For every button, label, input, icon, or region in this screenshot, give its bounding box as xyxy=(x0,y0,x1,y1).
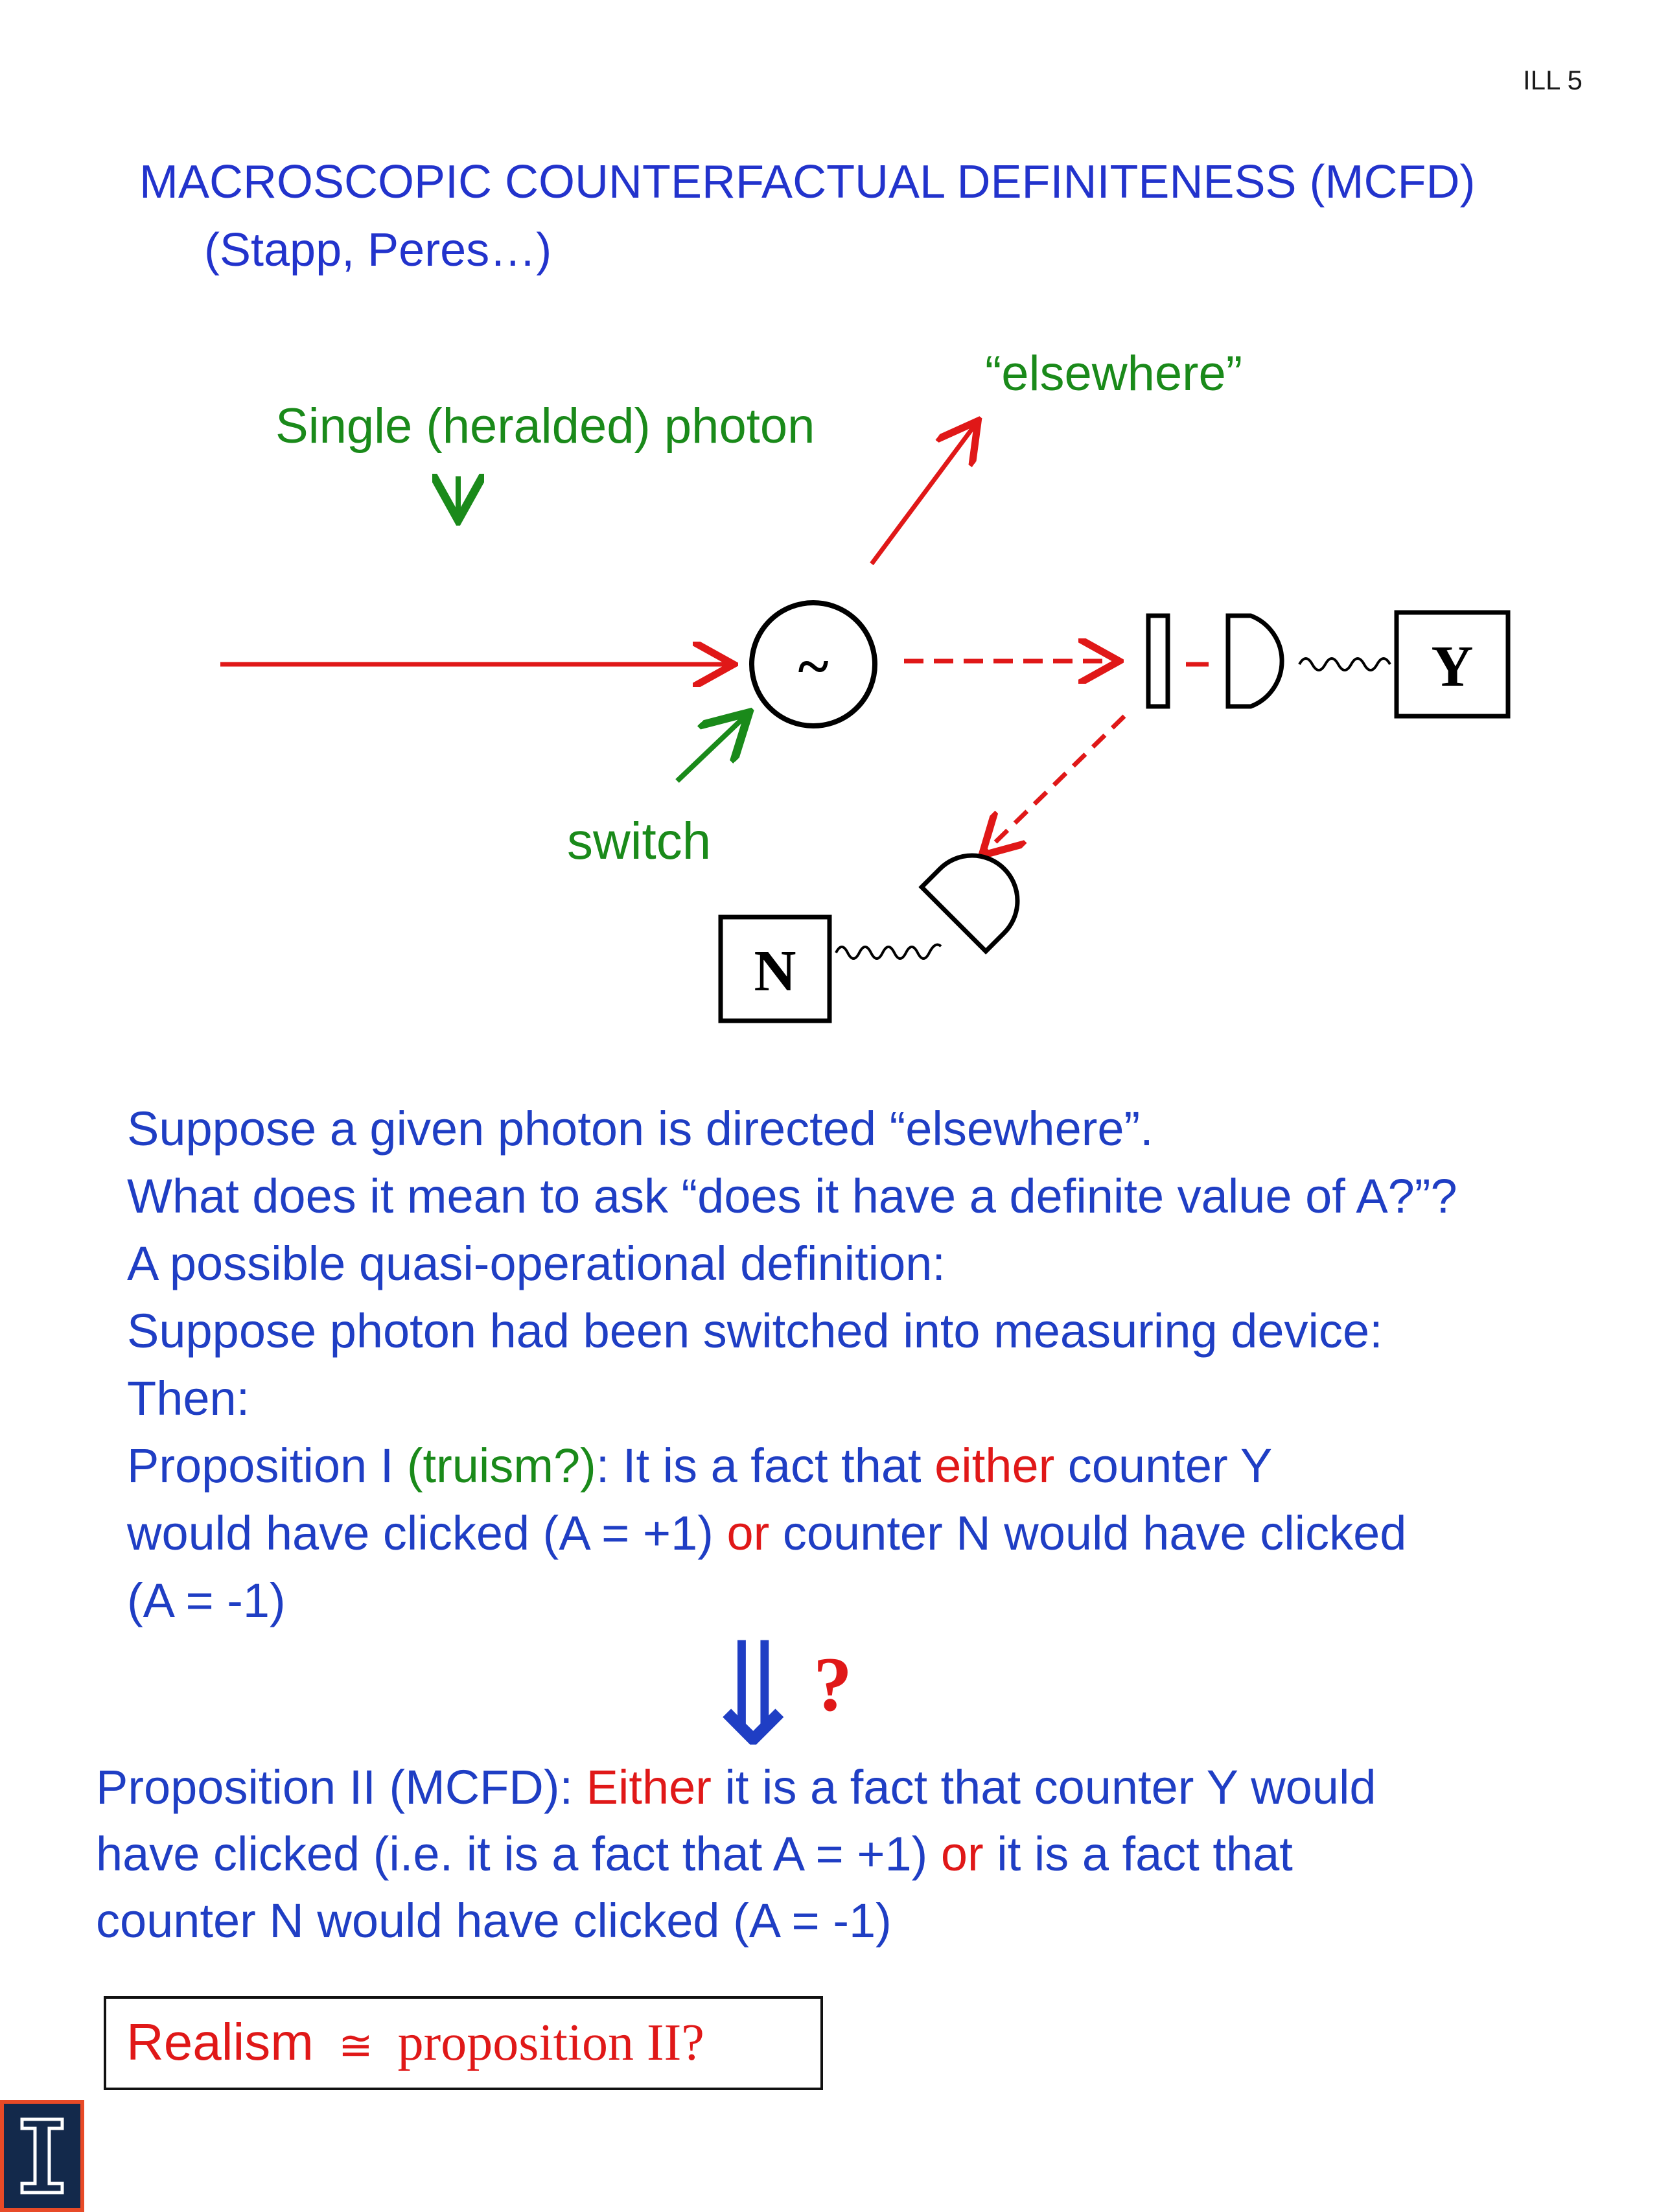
wire-y xyxy=(1298,657,1391,671)
conclusion-rest: proposition II? xyxy=(397,2014,704,2071)
experiment-diagram: Single (heralded) photon “elsewhere” swi… xyxy=(220,346,1511,1023)
approx-symbol: ≅ xyxy=(338,2022,373,2070)
switch-input-arrow xyxy=(675,716,745,783)
slide-title: MACROSCOPIC COUNTERFACTUAL DEFINITENESS … xyxy=(139,156,1476,208)
implies-question-mark: ? xyxy=(813,1641,852,1727)
slide-subtitle: (Stapp, Peres…) xyxy=(204,224,552,276)
photon-label: Single (heralded) photon xyxy=(275,399,815,454)
body-line-4: Suppose photon had been switched into me… xyxy=(127,1304,1383,1358)
detector-n xyxy=(918,853,1020,955)
switch-label: switch xyxy=(567,812,711,870)
prop2-heading: Proposition II (MCFD): xyxy=(96,1760,586,1814)
body-line-5: Then: xyxy=(127,1371,250,1425)
conclusion-text: Realism ≅ proposition II? xyxy=(126,2012,704,2073)
proposition-1-line-2: would have clicked (A = +1) or counter N… xyxy=(127,1500,1406,1567)
prop1-truism: (truism?) xyxy=(406,1439,596,1493)
university-logo: I xyxy=(0,2100,84,2212)
block-i-icon: I xyxy=(18,2115,66,2196)
body-line-3: A possible quasi-operational definition: xyxy=(127,1237,946,1290)
switch-element xyxy=(749,600,877,728)
proposition-1-line-1: Proposition I (truism?): It is a fact th… xyxy=(127,1432,1272,1500)
switch-symbol: ~ xyxy=(798,634,829,699)
proposition-1-line-3: (A = -1) xyxy=(127,1574,286,1627)
prop1-clicked-n: counter N would have clicked xyxy=(769,1506,1407,1560)
slide-number: ILL 5 xyxy=(1523,65,1583,95)
proposition-2-line-2: have clicked (i.e. it is a fact that A =… xyxy=(96,1826,1293,1881)
prop1-counter-y: counter Y xyxy=(1054,1439,1273,1493)
counter-n-label: N xyxy=(754,939,796,1003)
proposition-2-line-1: Proposition II (MCFD): Either it is a fa… xyxy=(96,1760,1376,1815)
prop2-or: or xyxy=(940,1827,984,1881)
conclusion-box xyxy=(104,1996,823,2090)
proposition-2-line-3: counter N would have clicked (A = -1) xyxy=(96,1894,892,1948)
body-line-1: Suppose a given photon is directed “else… xyxy=(127,1102,1154,1156)
prop1-heading: Proposition I xyxy=(127,1439,407,1493)
body-line-2: What does it mean to ask “does it have a… xyxy=(127,1169,1457,1223)
counter-y-label: Y xyxy=(1432,634,1474,699)
elsewhere-label: “elsewhere” xyxy=(985,346,1242,401)
counter-y-box xyxy=(1394,610,1511,719)
detector-y xyxy=(1225,613,1284,709)
prop1-clicked-y: would have clicked (A = +1) xyxy=(127,1506,727,1560)
prop1-text: : It is a fact that xyxy=(596,1439,935,1493)
prop2-either: Either xyxy=(586,1760,712,1814)
wire-n xyxy=(835,943,942,960)
filter-element xyxy=(1146,613,1170,709)
prop1-or: or xyxy=(726,1506,770,1560)
prop2-text-1: it is a fact that counter Y would xyxy=(711,1760,1376,1814)
prop1-either: either xyxy=(934,1439,1055,1493)
prop2-text-3: it is a fact that xyxy=(983,1827,1293,1881)
prop2-text-2: have clicked (i.e. it is a fact that A =… xyxy=(96,1827,941,1881)
elsewhere-beam xyxy=(870,425,975,566)
counter-n-box xyxy=(718,914,832,1023)
conclusion-realism: Realism xyxy=(126,2013,314,2071)
implies-arrow: ⇓ xyxy=(693,1612,813,1778)
beam-to-n xyxy=(985,714,1126,852)
